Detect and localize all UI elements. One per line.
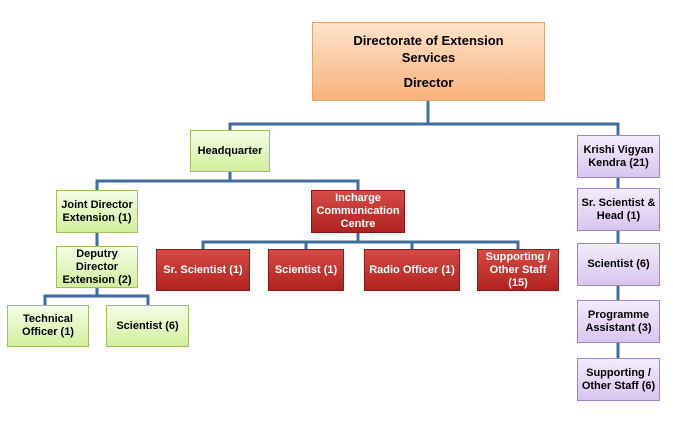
kvk-line1: Krishi Vigyan — [583, 143, 654, 156]
programme-assistant-box: Programme Assistant (3) — [577, 300, 660, 343]
kvk-box: Krishi Vigyan Kendra (21) — [577, 135, 660, 178]
sr-head-line1: Sr. Scientist & — [581, 196, 656, 209]
technical-officer-box: Technical Officer (1) — [7, 305, 89, 347]
supporting-right-line2: Other Staff (6) — [581, 379, 656, 392]
director-role: Director — [403, 75, 454, 90]
radio-officer-label: Radio Officer (1) — [369, 263, 455, 276]
radio-officer-box: Radio Officer (1) — [364, 249, 460, 291]
programme-assistant-line1: Programme — [587, 308, 650, 321]
deputy-director-line2: Director — [75, 260, 119, 273]
technical-officer-line2: Officer (1) — [22, 326, 74, 338]
scientist-mid-label: Scientist (1) — [274, 263, 338, 276]
technical-officer-line1: Technical — [23, 313, 73, 325]
deputy-director-box: Deputry Director Extension (2) — [56, 246, 138, 288]
kvk-line2: Kendra (21) — [588, 156, 649, 169]
joint-director-line1: Joint Director — [61, 198, 133, 211]
headquarter-box: Headquarter — [190, 130, 270, 172]
sr-head-line2: Head (1) — [596, 209, 641, 222]
supporting-staff-mid-box: Supporting / Other Staff (15) — [477, 249, 559, 291]
deputy-director-line1: Deputry — [76, 247, 118, 260]
sr-scientist-head-box: Sr. Scientist & Head (1) — [577, 188, 660, 231]
incharge-line3: Centre — [340, 218, 376, 230]
programme-assistant-line2: Assistant (3) — [585, 321, 652, 334]
deputy-director-line3: Extension (2) — [62, 273, 132, 286]
scientist-right-label: Scientist (6) — [587, 258, 650, 270]
scientist-left-label: Scientist (6) — [116, 319, 179, 332]
supporting-mid-line3: (15) — [508, 276, 528, 289]
scientist-left-box: Scientist (6) — [106, 305, 189, 347]
sr-scientist-box: Sr. Scientist (1) — [156, 249, 250, 291]
sr-scientist-label: Sr. Scientist (1) — [163, 263, 243, 276]
scientist-mid-box: Scientist (1) — [268, 249, 344, 291]
supporting-mid-line2: Other Staff — [489, 263, 547, 276]
scientist-right-box: Scientist (6) — [577, 243, 660, 286]
supporting-mid-line1: Supporting / — [485, 250, 551, 263]
incharge-line1: Incharge — [335, 192, 381, 204]
supporting-right-line1: Supporting / — [586, 366, 651, 379]
director-title-line1: Directorate of Extension — [353, 33, 504, 48]
incharge-communication-box: Incharge Communication Centre — [311, 190, 405, 233]
joint-director-box: Joint Director Extension (1) — [56, 190, 138, 233]
director-title-line2: Services — [401, 50, 456, 65]
incharge-line2: Communication — [316, 205, 400, 217]
joint-director-line2: Extension (1) — [62, 211, 132, 224]
headquarter-label: Headquarter — [197, 144, 263, 157]
supporting-staff-right-box: Supporting / Other Staff (6) — [577, 358, 660, 401]
director-box: Directorate of Extension Services Direct… — [312, 22, 545, 101]
